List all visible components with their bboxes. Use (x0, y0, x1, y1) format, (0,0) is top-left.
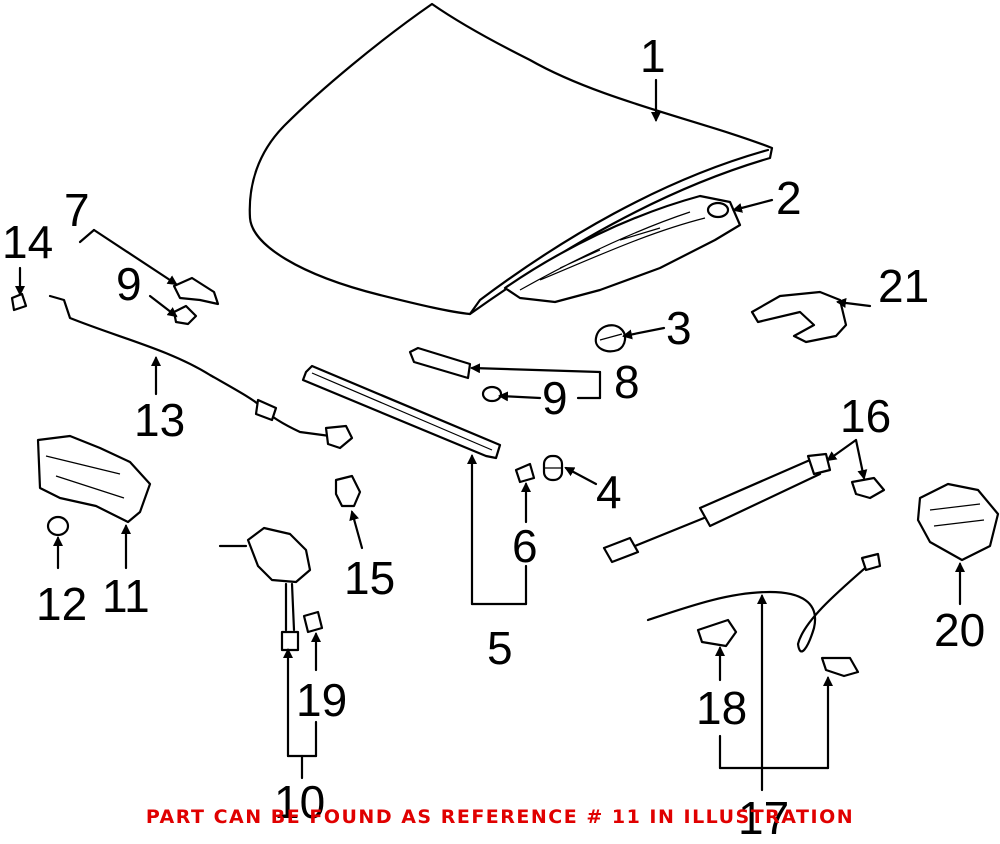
cover-clip[interactable] (46, 515, 70, 537)
label-16: 16 (840, 390, 891, 442)
hood-insulator[interactable] (503, 194, 742, 304)
reference-numbers: 1 2 3 4 5 6 7 8 9 9 10 11 12 13 14 15 16… (2, 30, 985, 844)
retainer-clip-lower[interactable] (481, 385, 503, 403)
label-9b: 9 (542, 372, 568, 424)
lift-support[interactable] (602, 452, 886, 564)
label-1: 1 (640, 30, 666, 82)
latch-connector[interactable] (302, 610, 324, 634)
label-5: 5 (487, 622, 513, 674)
label-10: 10 (274, 776, 325, 828)
label-20: 20 (934, 604, 985, 656)
label-4: 4 (596, 466, 622, 518)
release-handle[interactable] (334, 474, 362, 508)
label-12: 12 (36, 578, 87, 630)
hinge-bracket[interactable] (750, 290, 848, 344)
label-11: 11 (102, 570, 150, 622)
label-15: 15 (344, 552, 395, 604)
prop-rod[interactable] (646, 552, 882, 653)
hood-hinge[interactable] (172, 276, 220, 326)
prop-rod-holder[interactable] (696, 618, 738, 648)
hood-lock[interactable] (916, 482, 1000, 562)
hood-panel[interactable] (248, 2, 774, 316)
leader-lines (15, 78, 965, 792)
label-6: 6 (512, 520, 538, 572)
prop-rod-grommet[interactable] (820, 656, 860, 678)
label-8: 8 (614, 356, 640, 408)
reference-caption: PART CAN BE FOUND AS REFERENCE # 11 IN I… (145, 806, 855, 828)
weatherstrip[interactable] (408, 346, 472, 380)
label-17: 17 (738, 792, 789, 839)
insulator-clip[interactable] (594, 324, 627, 353)
label-3: 3 (666, 302, 692, 354)
hood-seal[interactable] (301, 364, 502, 460)
latch-cover[interactable] (36, 434, 152, 524)
label-2: 2 (776, 172, 802, 224)
label-7: 7 (64, 184, 90, 236)
hood-bumper[interactable] (542, 454, 564, 482)
label-21: 21 (878, 260, 929, 312)
cable-clip[interactable] (10, 292, 28, 312)
label-14: 14 (2, 216, 53, 268)
label-19: 19 (296, 674, 347, 726)
label-13: 13 (134, 394, 185, 446)
release-cable[interactable] (48, 294, 354, 450)
label-9a: 9 (116, 258, 142, 310)
seal-clip[interactable] (514, 462, 536, 484)
label-18: 18 (696, 682, 747, 734)
hood-latch[interactable] (218, 526, 312, 652)
